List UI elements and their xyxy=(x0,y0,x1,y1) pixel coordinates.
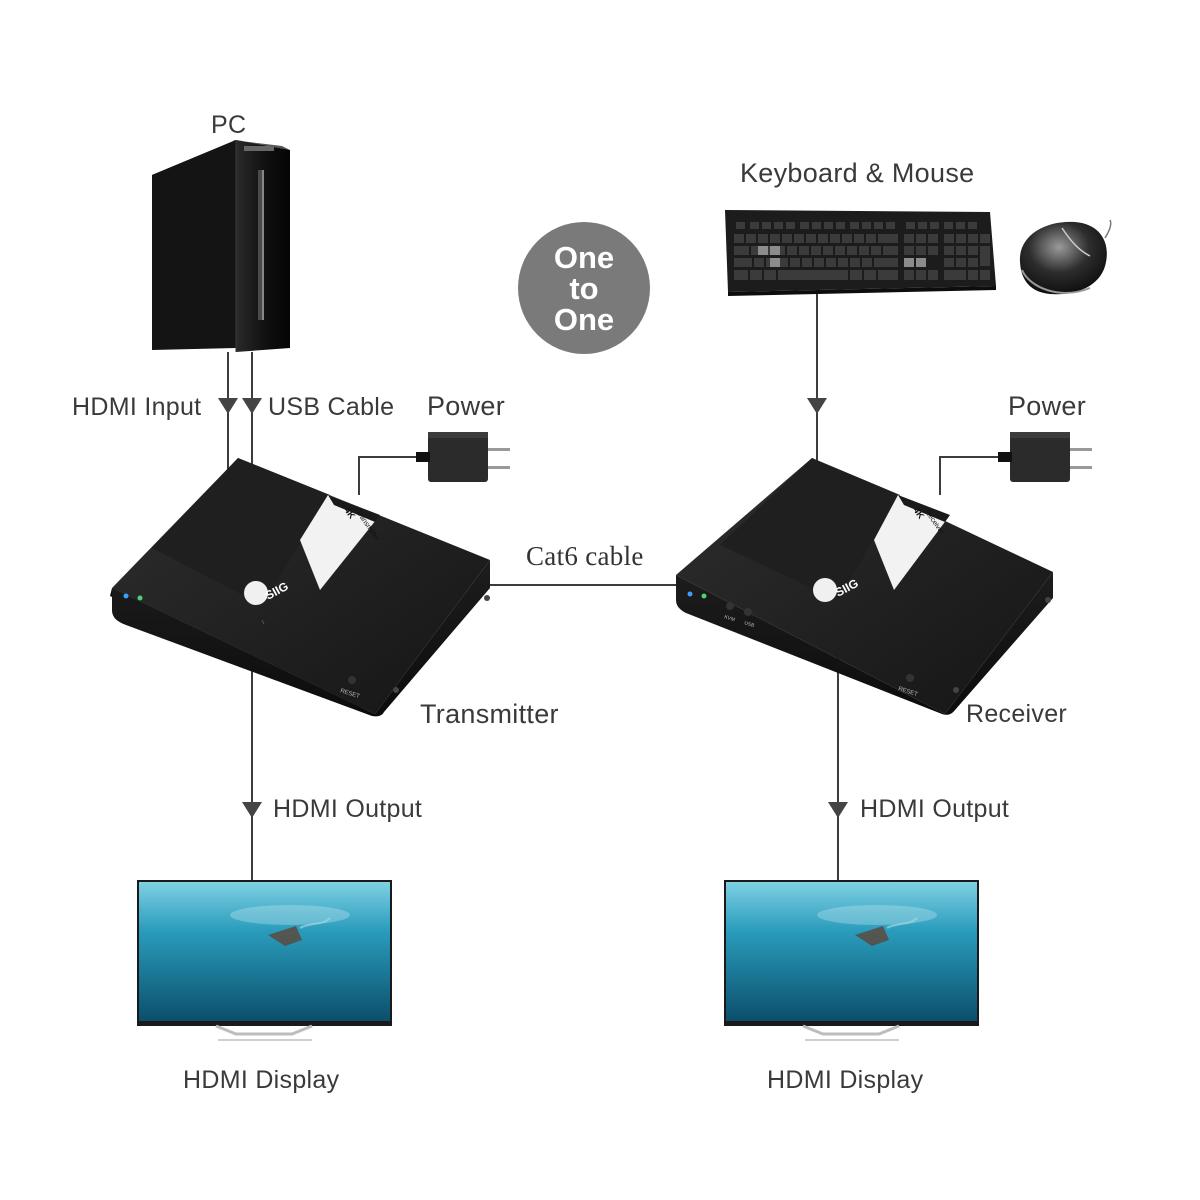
receiver-label: Receiver xyxy=(966,700,1068,728)
arrow-hdmi-input xyxy=(218,398,238,414)
keyboard-mouse-label: Keyboard & Mouse xyxy=(740,158,975,188)
power-adapter-tx-icon xyxy=(416,432,510,482)
keyboard-icon xyxy=(725,210,996,296)
monitor-rx-icon xyxy=(724,880,979,1041)
tx-reset-text: RESET xyxy=(339,688,360,700)
arrows xyxy=(218,398,848,818)
badge-line-1: One xyxy=(553,239,615,275)
hdmi-output-rx-label: HDMI Output xyxy=(860,795,1010,823)
arrow-usb-cable xyxy=(242,398,262,414)
power-adapter-rx-icon xyxy=(998,432,1092,482)
rx-kvm-port-text: KVM xyxy=(723,614,735,623)
rx-reset-text: RESET xyxy=(897,686,918,698)
one-to-one-badge: One to One xyxy=(518,222,650,354)
pc-icon xyxy=(152,140,290,352)
hdmi-output-tx-label: HDMI Output xyxy=(273,795,423,823)
connection-lines xyxy=(227,292,1010,880)
mouse-icon xyxy=(1019,219,1112,295)
badge-line-2: to xyxy=(569,270,599,306)
hdmi-display-rx-label: HDMI Display xyxy=(767,1066,924,1094)
arrow-hdmi-output-rx xyxy=(828,802,848,818)
power-tx-label: Power xyxy=(427,391,506,421)
monitor-tx-icon xyxy=(137,880,392,1041)
cat6-cable-label: Cat6 cable xyxy=(526,541,644,571)
power-cable-rx xyxy=(939,456,1010,495)
power-cable-tx xyxy=(358,456,430,495)
receiver-device xyxy=(676,458,1053,715)
usb-cable-label: USB Cable xyxy=(268,393,395,421)
arrow-hdmi-output-tx xyxy=(242,802,262,818)
power-rx-label: Power xyxy=(1008,391,1087,421)
arrow-keyboard xyxy=(807,398,827,414)
badge-line-3: One xyxy=(553,301,615,337)
hdmi-input-label: HDMI Input xyxy=(72,393,202,421)
rx-usb-port-text: USB xyxy=(743,620,755,629)
transmitter-label: Transmitter xyxy=(420,699,559,729)
transmitter-device xyxy=(110,458,490,717)
pc-label: PC xyxy=(211,111,247,139)
hdmi-display-tx-label: HDMI Display xyxy=(183,1066,340,1094)
